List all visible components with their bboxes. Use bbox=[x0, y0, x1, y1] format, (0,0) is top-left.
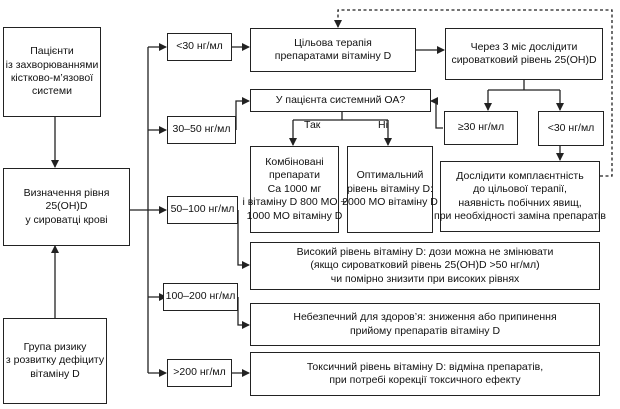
combined-line-5: 1000 МО вітаміну D bbox=[246, 209, 343, 222]
combined-line-4: і вітаміну D 800 МО + bbox=[242, 196, 347, 209]
optimal-line-1: Оптимальний bbox=[356, 169, 424, 182]
optimal-level-box: Оптимальний рівень вітаміну D: 2000 МО в… bbox=[342, 146, 438, 233]
measure-line-1: Визначення рівня bbox=[23, 186, 110, 199]
optimal-line-3: 2000 МО вітаміну D bbox=[342, 196, 438, 209]
dashed-feedback-loop bbox=[334, 9, 613, 177]
range-50-100-box: 50–100 нг/мл bbox=[167, 196, 238, 224]
yes-label: Так bbox=[304, 119, 321, 131]
range-100-200-label: 100–200 нг/мл bbox=[165, 290, 236, 303]
ge30-box: ≥30 нг/мл bbox=[444, 111, 518, 145]
range-gt200-box: >200 нг/мл bbox=[167, 359, 232, 387]
range-30-50-box: 30–50 нг/мл bbox=[167, 116, 236, 144]
risk-group-line-3: вітаміну D bbox=[30, 367, 80, 380]
risk-group-line-1: Група ризику bbox=[23, 340, 87, 353]
lt30-after-label: <30 нг/мл bbox=[547, 121, 595, 134]
unsafe-line-2: прийому препаратів вітаміну D bbox=[349, 324, 501, 337]
target-therapy-box: Цільова терапія препаратами вітаміну D bbox=[250, 28, 416, 72]
arrow-50-100-to-high bbox=[237, 210, 250, 269]
toxic-line-1: Токсичний рівень вітаміну D: відміна пре… bbox=[306, 360, 544, 373]
compliance-line-2: до цільової терапії, bbox=[473, 183, 567, 196]
systemic-oa-question: У пацієнта системний ОА? bbox=[275, 93, 406, 106]
combined-line-2: препарати bbox=[268, 169, 320, 182]
range-100-200-box: 100–200 нг/мл bbox=[163, 283, 238, 311]
range-gt200-label: >200 нг/мл bbox=[173, 366, 226, 379]
recheck-line-1: Через 3 міс дослідити bbox=[470, 40, 578, 53]
range-lt30-label: <30 нг/мл bbox=[176, 40, 223, 53]
patients-box: Пацієнти із захворюваннями кістково-м’яз… bbox=[3, 27, 101, 117]
unsafe-box: Небезпечний для здоров’я: зниження або п… bbox=[250, 303, 600, 346]
target-therapy-line-2: препаратами вітаміну D bbox=[274, 50, 392, 62]
combined-line-3: Ca 1000 мг bbox=[267, 182, 322, 195]
recheck-line-2: сироватковий рівень 25(OH)D bbox=[451, 54, 597, 66]
recheck-box: Через 3 міс дослідити сироватковий рівен… bbox=[445, 28, 603, 80]
range-lt30-box: <30 нг/мл bbox=[167, 33, 232, 61]
risk-group-line-2: з розвитку дефіциту bbox=[5, 354, 105, 367]
arrow-30-50-to-question bbox=[235, 97, 250, 130]
measure-box: Визначення рівня 25(OH)D у сироватці кро… bbox=[3, 168, 130, 246]
high-level-box: Високий рівень вітаміну D: дози можна не… bbox=[250, 242, 600, 290]
risk-group-box: Група ризику з розвитку дефіциту вітамін… bbox=[3, 318, 107, 404]
ge30-label: ≥30 нг/мл bbox=[457, 121, 505, 134]
combined-line-1: Комбіновані bbox=[265, 155, 324, 168]
optimal-line-2: рівень вітаміну D: bbox=[346, 182, 434, 195]
high-level-line-2: (якщо сироватковий рівень 25(OH)D >50 нг… bbox=[310, 259, 540, 272]
compliance-box: Дослідити комплаєнтність до цільової тер… bbox=[434, 161, 606, 232]
compliance-line-3: наявність побічних явищ, bbox=[458, 196, 582, 209]
range-50-100-label: 50–100 нг/мл bbox=[170, 203, 235, 216]
patients-line-3: кістково-м’язової bbox=[10, 72, 94, 84]
arrow-100-200-to-unsafe bbox=[237, 297, 250, 329]
patients-line-1: Пацієнти bbox=[30, 45, 74, 58]
high-level-line-1: Високий рівень вітаміну D: дози можна не… bbox=[296, 245, 554, 258]
lt30-after-box: <30 нг/мл bbox=[538, 111, 604, 146]
systemic-oa-question-box: У пацієнта системний ОА? bbox=[250, 89, 431, 112]
compliance-line-1: Дослідити комплаєнтність bbox=[456, 169, 584, 182]
no-label: Ні bbox=[378, 119, 388, 131]
unsafe-line-1: Небезпечний для здоров’я: зниження або п… bbox=[293, 311, 557, 324]
measure-line-3: у сироватці крові bbox=[25, 213, 108, 226]
high-level-line-3: чи помірно знизити при високих рівнях bbox=[330, 272, 520, 285]
patients-line-2: із захворюваннями bbox=[5, 58, 99, 71]
patients-line-4: системи bbox=[32, 85, 72, 98]
measure-line-2: 25(OH)D bbox=[45, 200, 88, 213]
range-30-50-label: 30–50 нг/мл bbox=[172, 123, 231, 136]
toxic-box: Токсичний рівень вітаміну D: відміна пре… bbox=[250, 352, 600, 396]
combined-preparations-box: Комбіновані препарати Ca 1000 мг і вітам… bbox=[242, 146, 347, 233]
compliance-line-4: при необхідності заміна препаратів bbox=[434, 209, 606, 222]
arrow-ge30-to-question bbox=[430, 97, 443, 129]
toxic-line-2: при потребі корекції токсичного ефекту bbox=[329, 374, 521, 386]
target-therapy-line-1: Цільова терапія bbox=[294, 36, 372, 49]
